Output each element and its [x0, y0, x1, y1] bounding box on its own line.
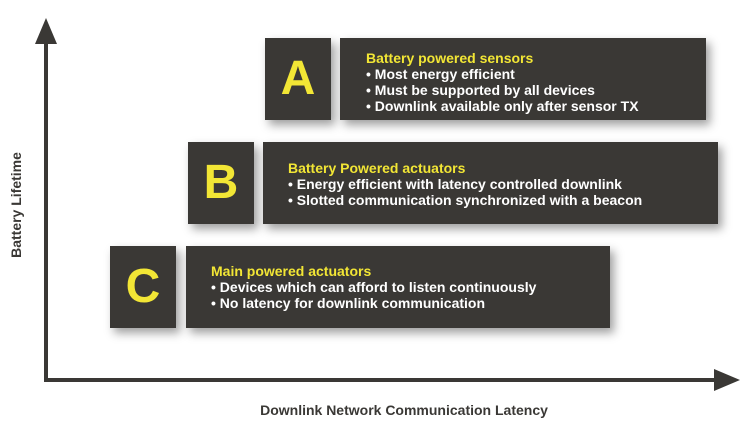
class-c-title: Main powered actuators [211, 263, 372, 279]
class-b-bullet-list: • Energy efficient with latency controll… [288, 176, 718, 208]
x-axis-arrowhead [714, 369, 740, 391]
class-a-description-box: Battery powered sensors • Most energy ef… [340, 38, 706, 120]
class-b-letter-box: B [188, 142, 254, 224]
class-c-description-box: Main powered actuators • Devices which c… [186, 246, 610, 328]
class-a-title: Battery powered sensors [366, 50, 534, 66]
class-c-bullet: • Devices which can afford to listen con… [211, 279, 537, 295]
class-a-bullet: • Must be supported by all devices [366, 82, 595, 98]
class-a-bullet: • Most energy efficient [366, 66, 515, 82]
class-b-bullet: • Energy efficient with latency controll… [288, 176, 622, 192]
class-b-bullet: • Slotted communication synchronized wit… [288, 192, 643, 208]
class-c-bullet: • No latency for downlink communication [211, 295, 486, 311]
class-a-bullet: • Downlink available only after sensor T… [366, 98, 639, 114]
class-a-bullet-list: • Most energy efficient • Must be suppor… [366, 66, 706, 114]
class-a-letter-box: A [265, 38, 331, 120]
class-b-letter: B [203, 156, 239, 209]
class-c-bullet-list: • Devices which can afford to listen con… [211, 279, 610, 311]
y-axis-arrowhead [35, 18, 57, 44]
class-a-letter: A [280, 52, 316, 105]
class-c-letter: C [125, 260, 161, 313]
y-axis-label: Battery Lifetime [8, 152, 24, 258]
class-c-letter-box: C [110, 246, 176, 328]
class-b-description-box: Battery Powered actuators • Energy effic… [263, 142, 718, 224]
x-axis-label: Downlink Network Communication Latency [260, 402, 548, 418]
class-b-title: Battery Powered actuators [288, 160, 466, 176]
